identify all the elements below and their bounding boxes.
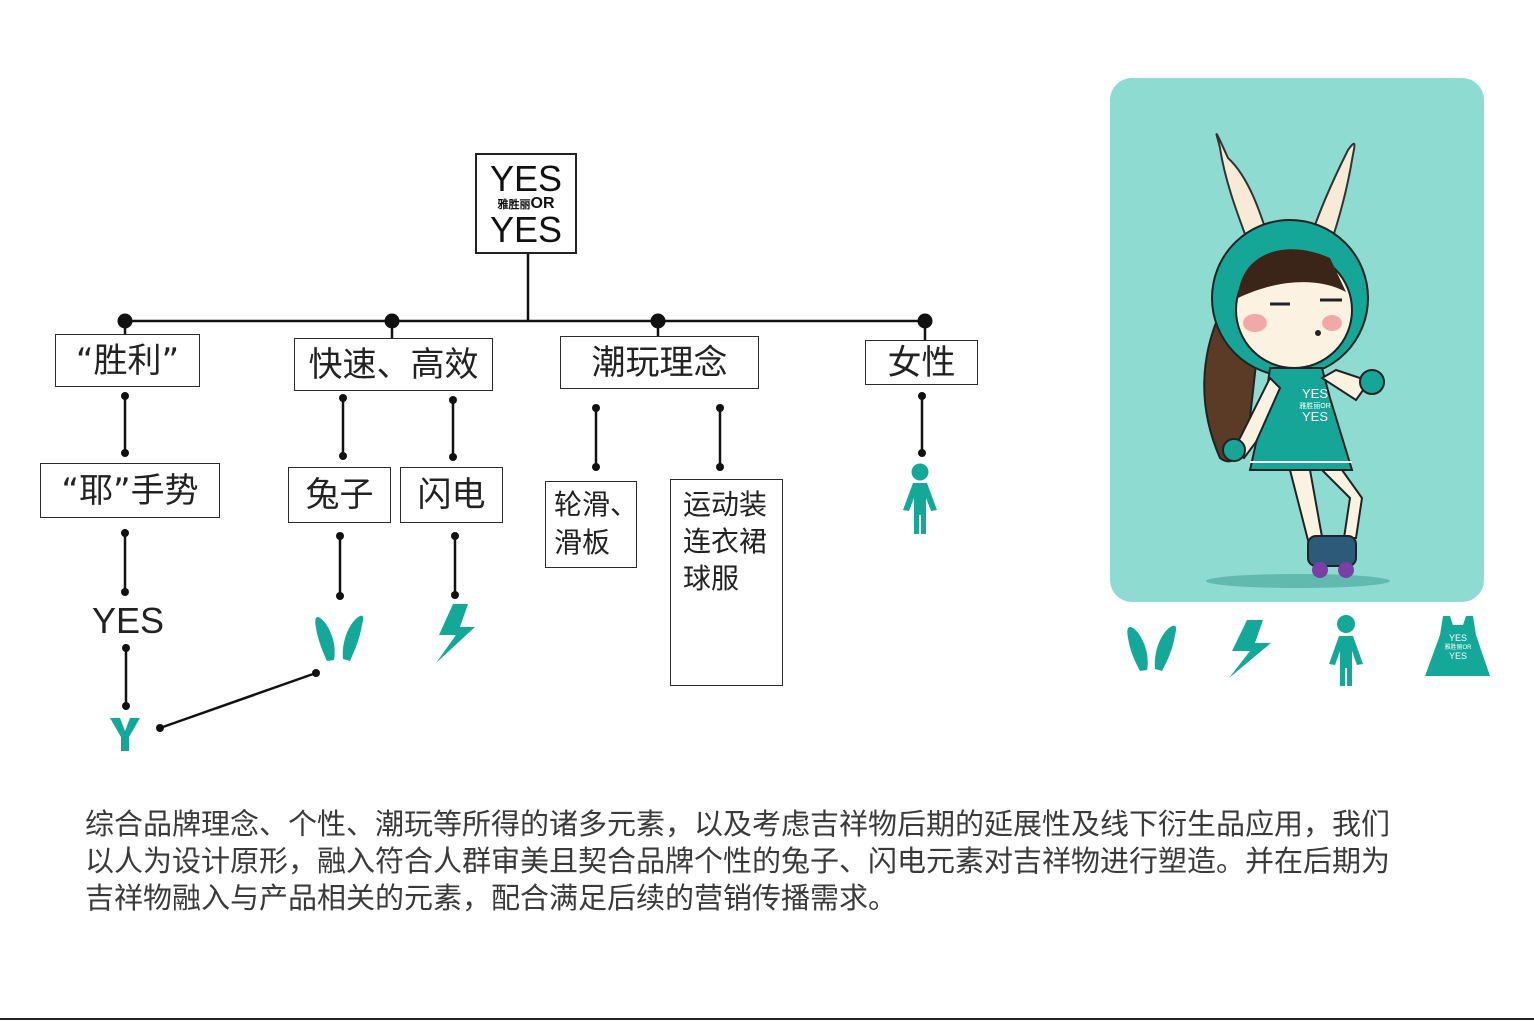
category-fast-efficient: 快速、高效	[294, 338, 493, 391]
svg-text:YES: YES	[1302, 409, 1328, 424]
description-line: 吉祥物融入与产品相关的元素，配合满足后续的营销传播需求。	[85, 881, 898, 915]
category-trend-concept: 潮玩理念	[560, 336, 759, 389]
root-logo-box: YES 雅胜丽OR YES	[475, 153, 577, 254]
item-rabbit: 兔子	[288, 467, 391, 523]
link-y-rabbit	[159, 671, 317, 730]
logo-line-2: 雅胜丽OR	[497, 194, 555, 212]
y-letter-icon	[110, 718, 140, 751]
item-victory-gesture: “耶”手势	[40, 463, 220, 518]
card-lightning-icon	[1229, 620, 1271, 678]
description-paragraph: 综合品牌理念、个性、潮玩等所得的诸多元素，以及考虑吉祥物后期的延展性及线下衍生品…	[85, 806, 1465, 917]
bus-dot-female	[917, 313, 933, 329]
svg-text:雅胜丽OR: 雅胜丽OR	[1444, 643, 1472, 651]
bus-dot-fast	[384, 313, 400, 329]
card-rabbit-ears-icon	[1127, 625, 1177, 671]
category-female: 女性	[865, 340, 978, 385]
female-figure-icon	[903, 463, 937, 534]
rabbit-ears-icon	[315, 615, 364, 661]
description-line: 以人为设计原形，融入符合人群审美且契合品牌个性的兔子、闪电元素对吉祥物进行塑造。…	[85, 844, 1391, 878]
mascot-illustration: YES 雅胜丽OR YES	[1203, 133, 1390, 588]
item-skate: 轮滑、滑板	[545, 481, 638, 568]
logo-line-3: YES	[489, 208, 563, 250]
lightning-icon	[436, 604, 475, 663]
logo-line-1: YES	[489, 157, 563, 199]
description-line: 综合品牌理念、个性、潮玩等所得的诸多元素，以及考虑吉祥物后期的延展性及线下衍生品…	[85, 807, 1391, 841]
category-victory: “胜利”	[55, 334, 200, 387]
card-female-figure-icon	[1329, 615, 1363, 686]
svg-text:YES: YES	[1449, 651, 1467, 661]
item-lightning: 闪电	[400, 467, 503, 523]
bottom-divider	[0, 1018, 1534, 1020]
svg-text:雅胜丽OR: 雅胜丽OR	[1299, 401, 1331, 410]
svg-text:YES: YES	[1449, 633, 1467, 643]
yes-label: YES	[92, 600, 165, 641]
mascot-card: YES 雅胜丽OR YES	[1110, 78, 1484, 602]
svg-text:YES: YES	[1302, 386, 1328, 401]
item-sportswear: 运动装连衣裙球服	[670, 479, 783, 686]
bus-dot-victory	[117, 313, 133, 329]
bus-dot-trend	[650, 313, 666, 329]
card-dress-icon: YES 雅胜丽OR YES	[1425, 616, 1490, 676]
